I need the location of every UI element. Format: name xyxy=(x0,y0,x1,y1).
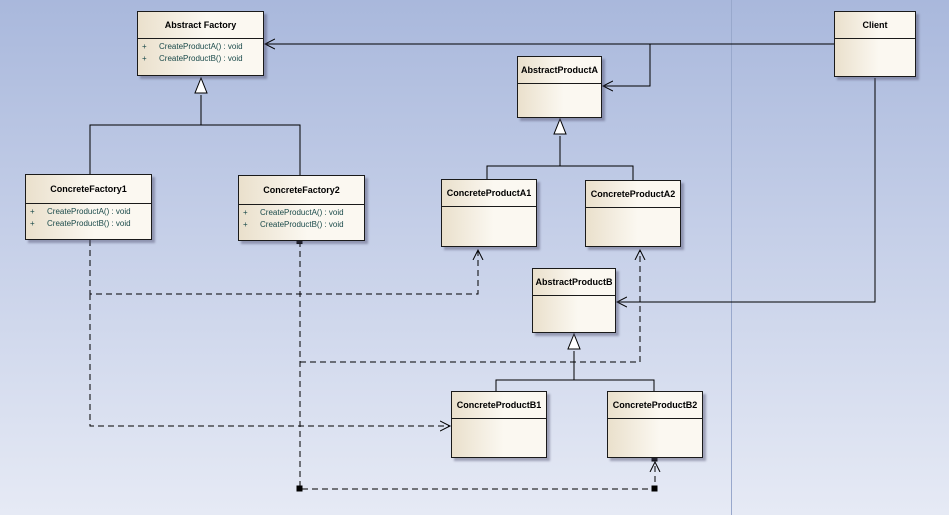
class-name: ConcreteFactory2 xyxy=(239,176,364,205)
concrete-factory2-class[interactable]: ConcreteFactory2 +CreateProductA() : voi… xyxy=(238,175,365,241)
abstract-product-a-class[interactable]: AbstractProductA xyxy=(517,56,602,118)
concrete-product-a1-class[interactable]: ConcreteProductA1 xyxy=(441,179,537,247)
operation: +CreateProductA() : void xyxy=(243,208,344,217)
class-name: ConcreteProductB2 xyxy=(608,392,702,419)
class-name: ConcreteProductA2 xyxy=(586,181,680,208)
swimlane-divider xyxy=(731,0,732,515)
client-class[interactable]: Client xyxy=(834,11,916,77)
abstract-factory-class[interactable]: Abstract Factory +CreateProductA() : voi… xyxy=(137,11,264,76)
concrete-product-b2-class[interactable]: ConcreteProductB2 xyxy=(607,391,703,458)
operation: +CreateProductB() : void xyxy=(243,219,344,229)
generalization-product-a xyxy=(486,117,634,180)
class-name: ConcreteProductB1 xyxy=(452,392,546,419)
operations-compartment: +CreateProductA() : void +CreateProductB… xyxy=(138,39,263,64)
operation: +CreateProductA() : void xyxy=(142,42,243,51)
class-name: Client xyxy=(835,12,915,39)
connector-anchors xyxy=(296,238,658,492)
class-name: AbstractProductA xyxy=(518,57,601,84)
generalization-product-b xyxy=(495,332,655,392)
abstract-product-b-class[interactable]: AbstractProductB xyxy=(532,268,616,333)
operation: +CreateProductA() : void xyxy=(30,207,131,216)
operation: +CreateProductB() : void xyxy=(30,218,131,228)
client-associations xyxy=(265,44,876,302)
operation: +CreateProductB() : void xyxy=(142,53,243,63)
operations-compartment: +CreateProductA() : void +CreateProductB… xyxy=(239,205,364,230)
concrete-factory1-class[interactable]: ConcreteFactory1 +CreateProductA() : voi… xyxy=(25,174,152,240)
class-name: ConcreteFactory1 xyxy=(26,175,151,204)
operations-compartment: +CreateProductA() : void +CreateProductB… xyxy=(26,204,151,229)
dependency-links xyxy=(89,240,655,490)
class-name: ConcreteProductA1 xyxy=(442,180,536,207)
concrete-product-a2-class[interactable]: ConcreteProductA2 xyxy=(585,180,681,247)
class-name: Abstract Factory xyxy=(138,12,263,39)
generalization-factories xyxy=(89,76,301,175)
concrete-product-b1-class[interactable]: ConcreteProductB1 xyxy=(451,391,547,458)
class-name: AbstractProductB xyxy=(533,269,615,296)
